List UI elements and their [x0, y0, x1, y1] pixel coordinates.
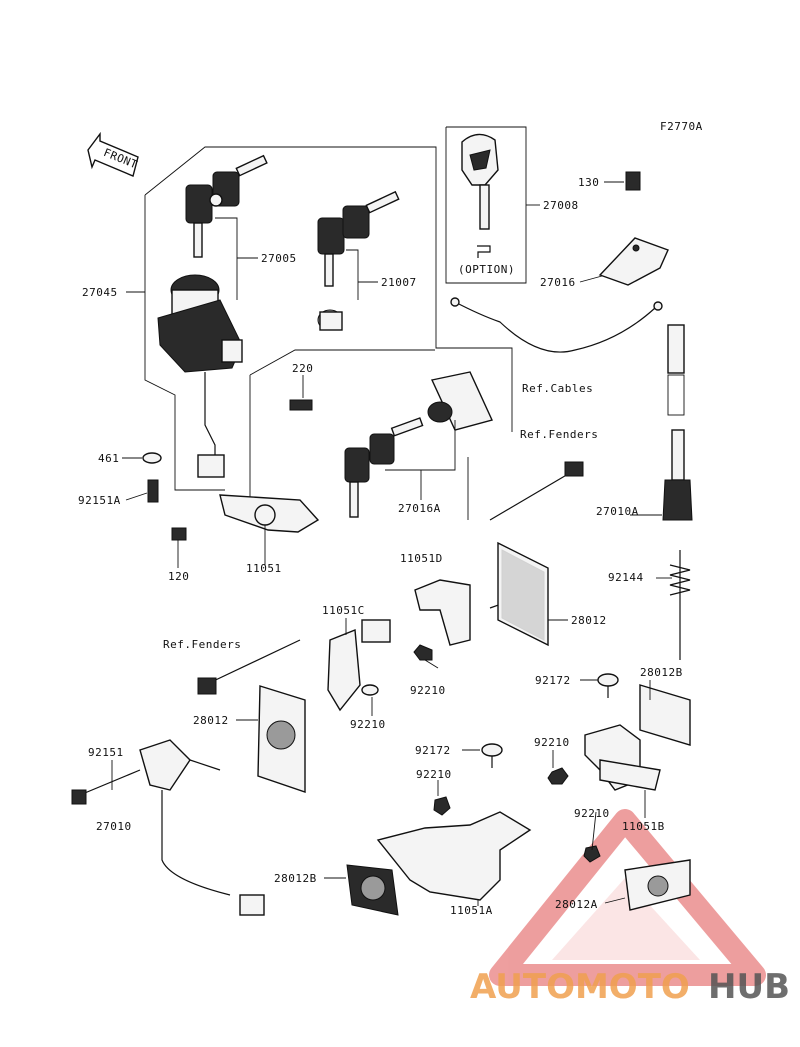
label-ref-fenders-right: Ref.Fenders: [520, 428, 598, 441]
bolt-11051D: [489, 461, 584, 521]
front-arrow-icon: FRONT: [87, 131, 140, 177]
label-11051A: 11051A: [450, 904, 493, 917]
label-220: 220: [292, 362, 313, 375]
label-120: 120: [168, 570, 189, 583]
watermark-text: AUTOMOTO HUB: [470, 967, 790, 1007]
label-27005: 27005: [261, 252, 297, 265]
label-11051B: 11051B: [622, 820, 665, 833]
small-hardware: [142, 399, 313, 503]
label-92144: 92144: [608, 571, 644, 584]
ignition-switch: [157, 274, 243, 478]
watermark-part2: HUB: [708, 967, 790, 1007]
label-27010A: 27010A: [596, 505, 639, 518]
diagram-code: F2770A: [660, 120, 703, 133]
key-27008: (OPTION): [458, 133, 515, 276]
label-27016: 27016: [540, 276, 576, 289]
bracket-11051C: [197, 619, 391, 712]
label-28012-right: 28012: [571, 614, 607, 627]
bracket-27016: [598, 171, 669, 286]
label-461: 461: [98, 452, 119, 465]
option-label: (OPTION): [458, 263, 515, 276]
pad-28012A: [624, 859, 691, 911]
label-28012A: 28012A: [555, 898, 598, 911]
label-27016A: 27016A: [398, 502, 441, 515]
label-ref-fenders-left: Ref.Fenders: [163, 638, 241, 651]
leader-lines: [111, 181, 672, 906]
bracket-11051A: [346, 811, 532, 916]
label-92210-d: 92210: [416, 768, 452, 781]
switch-27010A: [662, 324, 693, 660]
label-92172-b: 92172: [415, 744, 451, 757]
label-28012-left: 28012: [193, 714, 229, 727]
watermark-part1: AUTOMOTO: [470, 967, 690, 1007]
key-set-21007: [317, 190, 400, 331]
group-outline: [144, 126, 527, 520]
label-130: 130: [578, 176, 599, 189]
label-92151: 92151: [88, 746, 124, 759]
label-28012B-left: 28012B: [274, 872, 317, 885]
label-27008: 27008: [543, 199, 579, 212]
key-set-27005: [185, 154, 268, 258]
switch-27010: [71, 739, 265, 916]
label-92151A: 92151A: [78, 494, 121, 507]
label-92210-b: 92210: [350, 718, 386, 731]
label-92210-c: 92210: [534, 736, 570, 749]
label-92210-a: 92210: [410, 684, 446, 697]
pad-28012-left: [257, 685, 306, 793]
label-11051C: 11051C: [322, 604, 365, 617]
label-92210-e: 92210: [574, 807, 610, 820]
lock-cylinder-27016A: [344, 371, 493, 518]
label-ref-cables: Ref.Cables: [522, 382, 593, 395]
label-27010: 27010: [96, 820, 132, 833]
label-28012B-right: 28012B: [640, 666, 683, 679]
bracket-11051B: [584, 684, 691, 791]
label-92172-a: 92172: [535, 674, 571, 687]
label-27045: 27045: [82, 286, 118, 299]
bracket-11051D: [413, 541, 549, 661]
watermark-logo: [489, 809, 766, 986]
label-11051: 11051: [246, 562, 282, 575]
cables: [450, 297, 663, 353]
label-21007: 21007: [381, 276, 417, 289]
plate-11051: [171, 494, 320, 541]
label-11051D: 11051D: [400, 552, 443, 565]
